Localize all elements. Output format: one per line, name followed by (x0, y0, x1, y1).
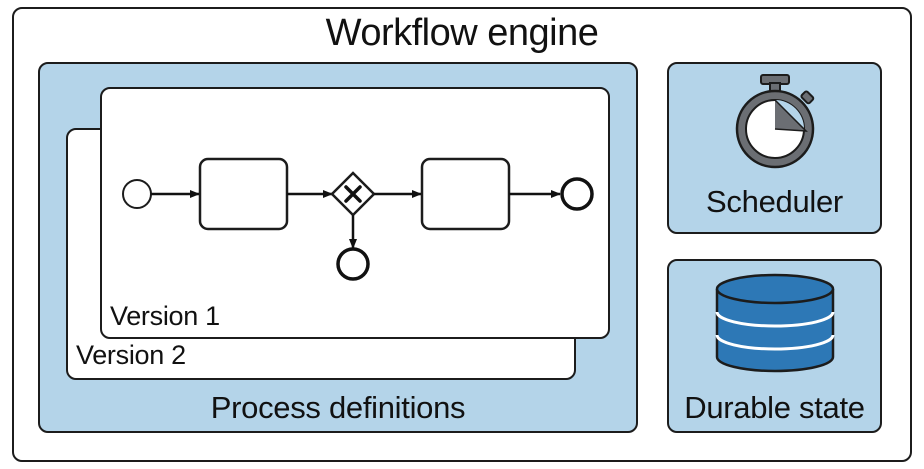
start-event (122, 179, 152, 209)
process-definitions-label: Process definitions (210, 390, 466, 425)
end-event (560, 177, 594, 211)
gateway-x-marker (344, 185, 362, 203)
version-2-label: Version 2 (76, 340, 186, 370)
end-event (336, 247, 370, 281)
stopwatch-icon (735, 74, 815, 169)
task-1 (198, 157, 289, 231)
version-1-label: Version 1 (110, 301, 220, 331)
diagram-title: Workflow engine (325, 12, 599, 54)
task-2 (420, 157, 511, 231)
durable-state-label: Durable state (684, 390, 865, 425)
database-icon (715, 273, 835, 373)
scheduler-label: Scheduler (706, 184, 843, 219)
bpmn-process (122, 157, 594, 281)
